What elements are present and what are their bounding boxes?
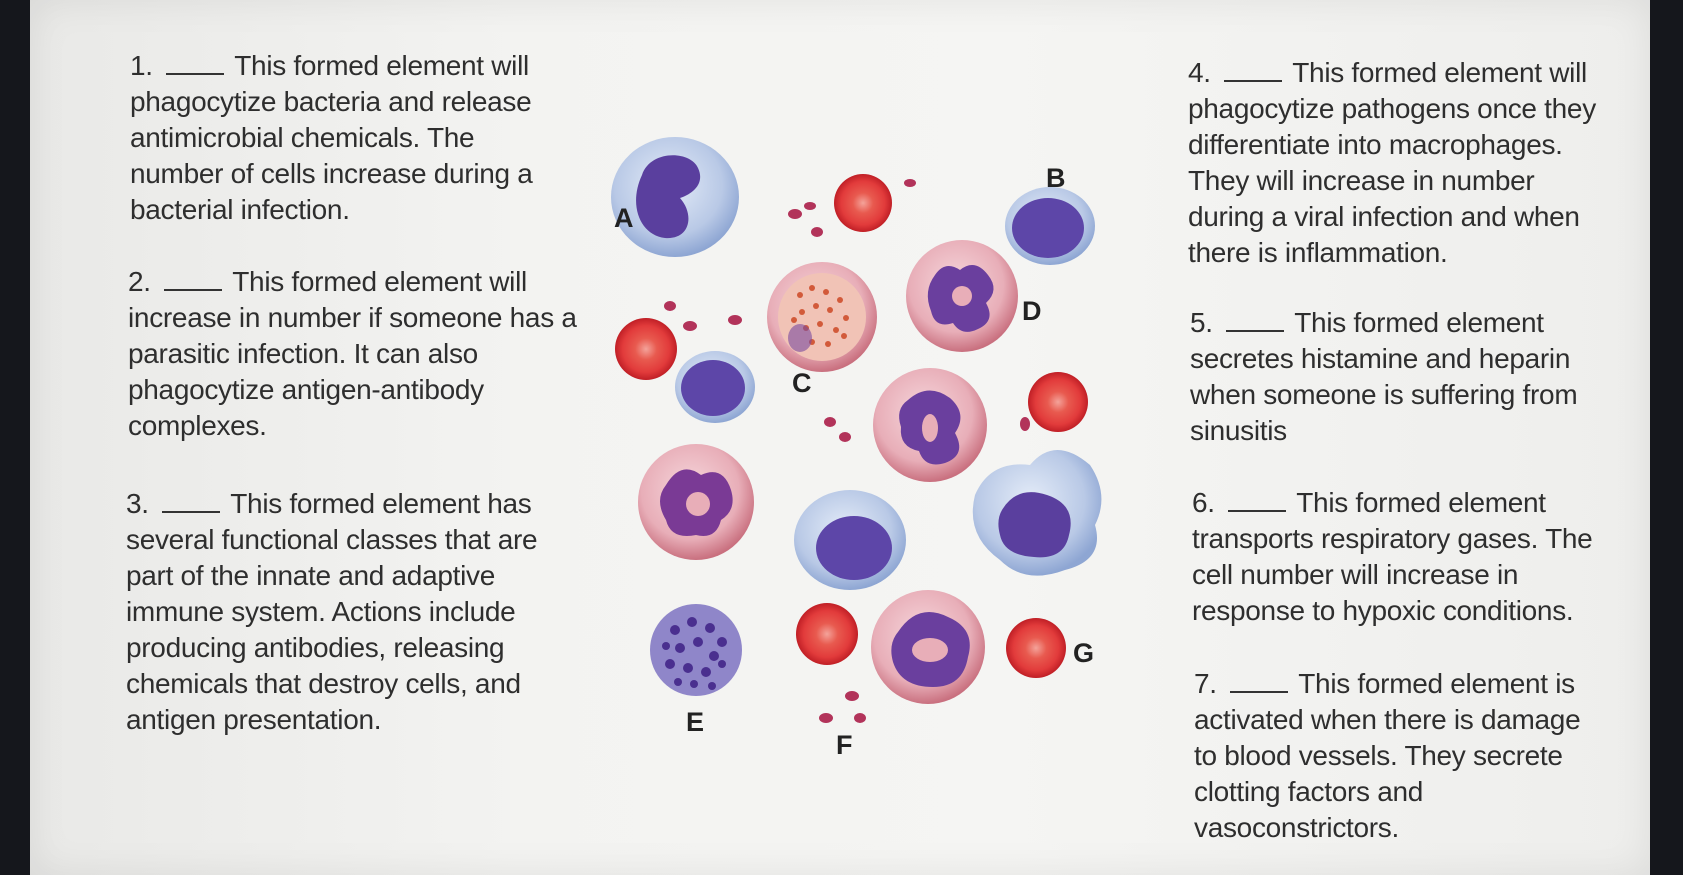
- question-text: This formed element is activated when th…: [1194, 668, 1581, 843]
- cell-monocyte-right[interactable]: [972, 450, 1102, 576]
- question-3: 3. This formed element has several funct…: [126, 486, 566, 738]
- rbc-right[interactable]: [1028, 372, 1088, 432]
- label-f: F: [836, 730, 853, 760]
- question-2: 2. This formed element will increase in …: [128, 264, 578, 444]
- question-text: This formed element has several function…: [126, 488, 538, 735]
- question-text: This formed element will increase in num…: [128, 266, 577, 441]
- question-4: 4. This formed element will phagocytize …: [1188, 55, 1608, 271]
- label-b: B: [1046, 163, 1066, 193]
- answer-blank[interactable]: [1230, 669, 1289, 693]
- cell-neutrophil-left[interactable]: [638, 444, 754, 560]
- rbc-top[interactable]: [834, 174, 892, 232]
- cell-b-lymphocyte[interactable]: [1005, 187, 1095, 265]
- question-number: 2.: [128, 266, 151, 297]
- answer-blank[interactable]: [1224, 58, 1283, 82]
- label-e: E: [686, 707, 705, 737]
- cell-neutrophil-center[interactable]: [873, 368, 987, 482]
- label-c: C: [792, 368, 812, 398]
- cell-e-basophil[interactable]: [650, 604, 742, 696]
- question-number: 5.: [1190, 307, 1213, 338]
- question-number: 3.: [126, 488, 149, 519]
- question-number: 7.: [1194, 668, 1217, 699]
- label-d: D: [1022, 296, 1042, 326]
- question-text: This formed element will phagocytize bac…: [130, 50, 533, 225]
- question-5: 5. This formed element secretes histamin…: [1190, 305, 1600, 449]
- question-7: 7. This formed element is activated when…: [1194, 666, 1604, 846]
- cell-lymphocyte-center[interactable]: [794, 490, 906, 590]
- cell-lymphocyte-left[interactable]: [675, 351, 755, 423]
- worksheet-page: 1. This formed element will phagocytize …: [30, 0, 1650, 875]
- question-1: 1. This formed element will phagocytize …: [130, 48, 570, 228]
- question-6: 6. This formed element transports respir…: [1192, 485, 1612, 629]
- answer-blank[interactable]: [162, 489, 221, 513]
- blood-cells-illustration: [611, 137, 1102, 723]
- question-number: 1.: [130, 50, 153, 81]
- rbc-bottom-center[interactable]: [796, 603, 858, 665]
- rbc-left[interactable]: [615, 318, 677, 380]
- question-text: This formed element will phagocytize pat…: [1188, 57, 1596, 268]
- answer-blank[interactable]: [166, 51, 225, 75]
- question-number: 4.: [1188, 57, 1211, 88]
- label-a: A: [614, 203, 634, 233]
- answer-blank[interactable]: [1228, 488, 1287, 512]
- answer-blank[interactable]: [164, 267, 223, 291]
- cell-d-neutrophil[interactable]: [906, 240, 1018, 352]
- label-g: G: [1073, 638, 1095, 668]
- platelets[interactable]: [664, 179, 1030, 723]
- cell-neutrophil-bottom[interactable]: [871, 590, 985, 704]
- cell-a-monocyte[interactable]: [611, 137, 739, 257]
- cell-c-eosinophil[interactable]: [767, 262, 877, 372]
- rbc-g[interactable]: [1006, 618, 1066, 678]
- question-text: This formed element secretes histamine a…: [1190, 307, 1578, 446]
- answer-blank[interactable]: [1226, 308, 1285, 332]
- question-text: This formed element transports respirato…: [1192, 487, 1593, 626]
- question-number: 6.: [1192, 487, 1215, 518]
